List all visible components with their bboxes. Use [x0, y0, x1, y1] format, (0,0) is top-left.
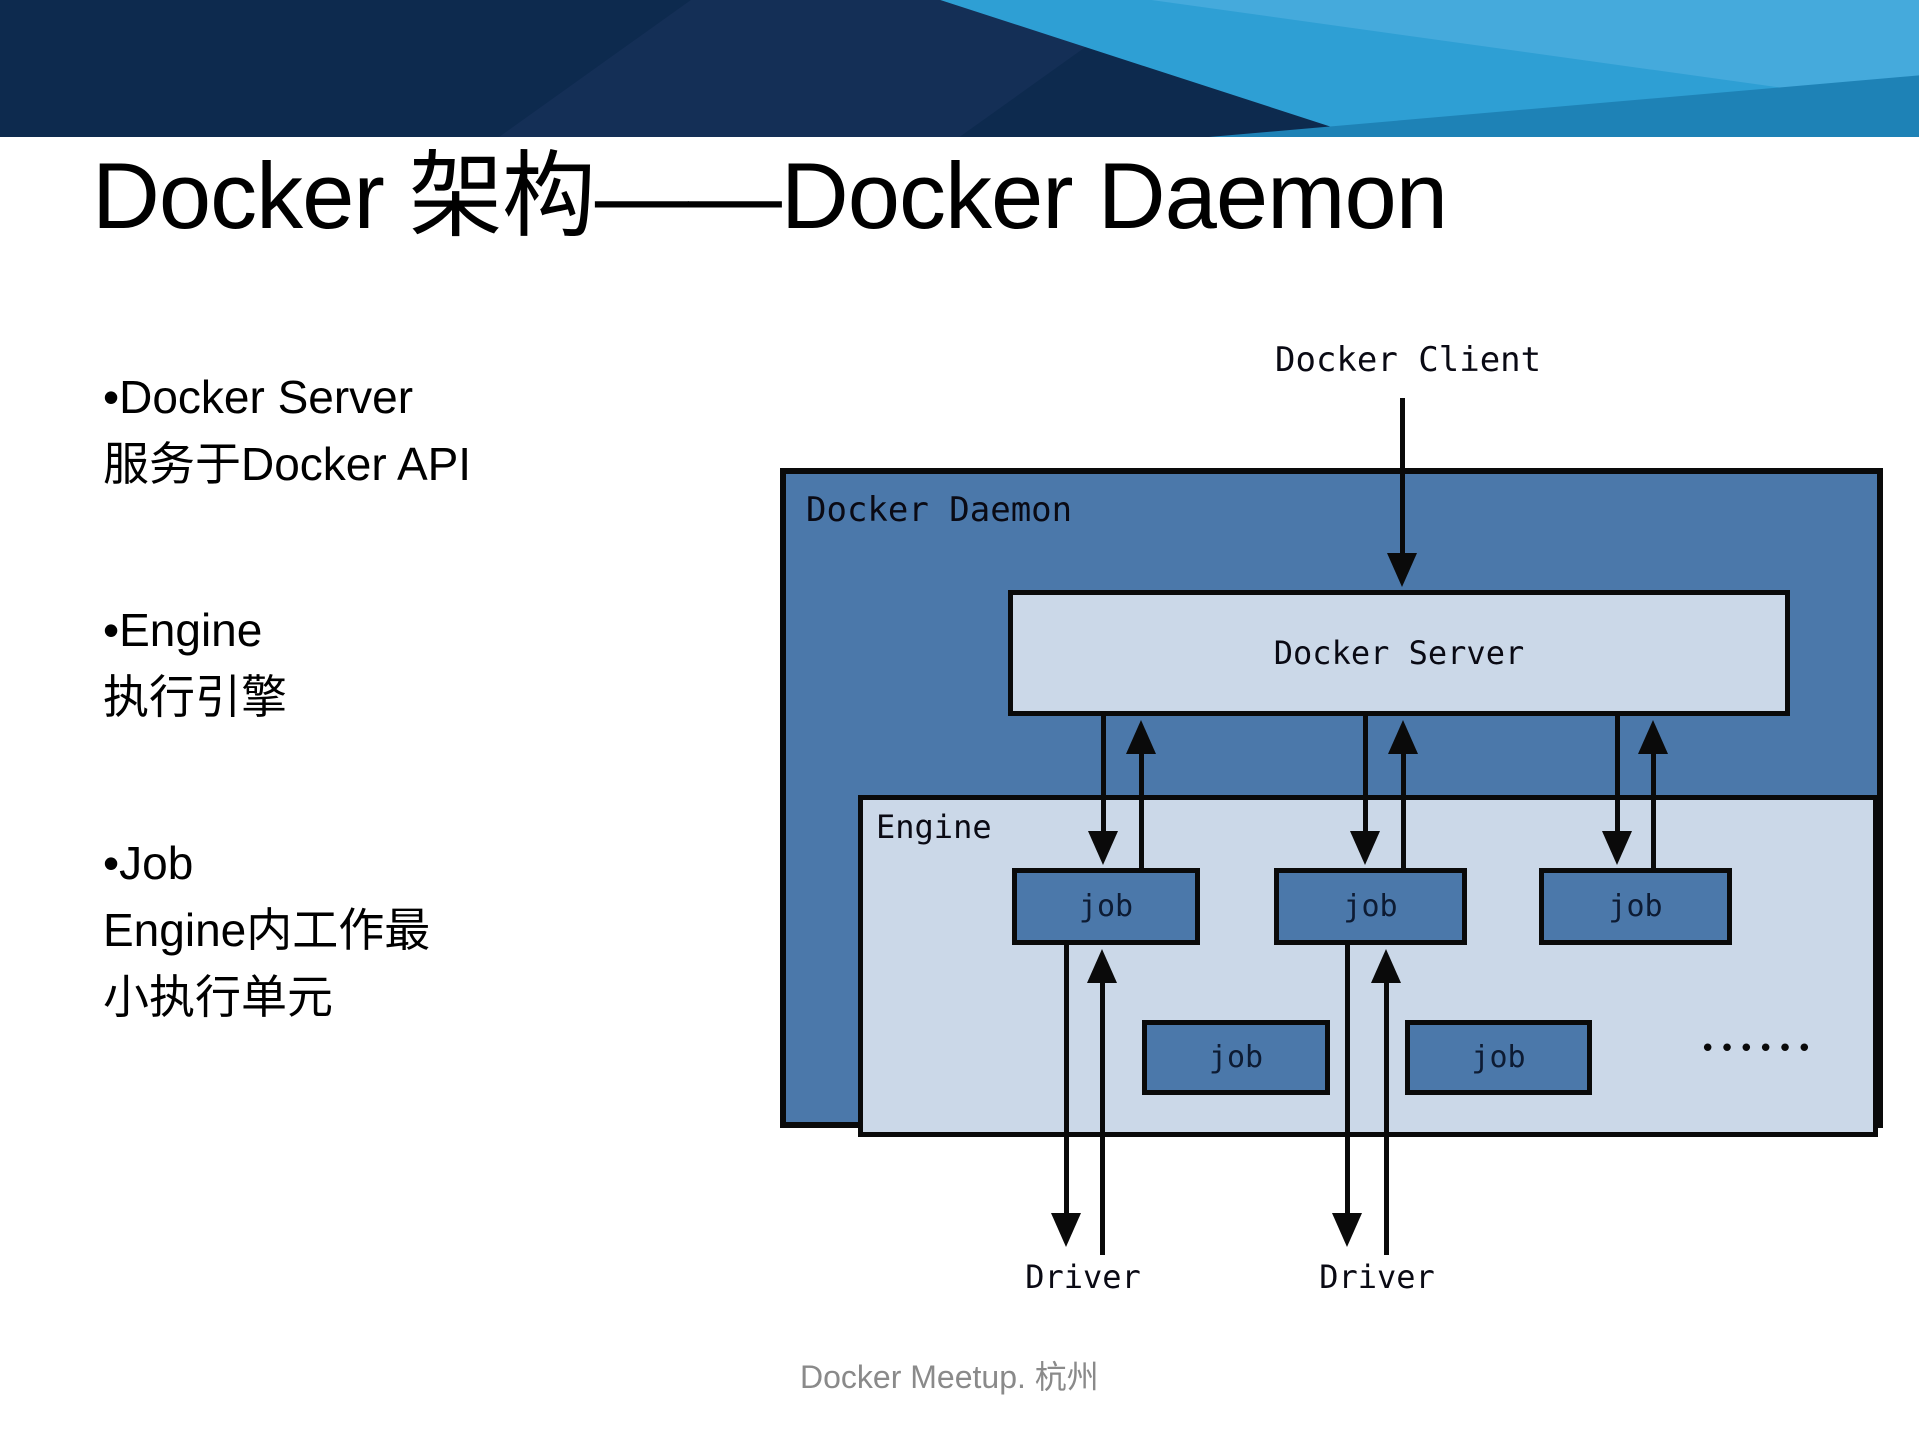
- arrow-driver2-to-job2: [1371, 949, 1401, 1255]
- bullet-line: •Engine: [103, 604, 263, 656]
- header-banner: [0, 0, 1919, 137]
- job-label: job: [1608, 889, 1663, 924]
- job-label: job: [1343, 889, 1398, 924]
- page-title: Docker 架构——Docker Daemon: [92, 143, 1448, 248]
- arrow-server-to-job3: [1602, 716, 1632, 865]
- more-jobs-ellipsis: ••••••: [1700, 1034, 1817, 1064]
- bullet-line: 执行引擎: [103, 671, 287, 723]
- engine-label: Engine: [876, 808, 992, 846]
- docker-daemon-label: Docker Daemon: [806, 490, 1073, 530]
- docker-server-box: Docker Server: [1008, 590, 1790, 716]
- arrow-client-to-server: [1387, 398, 1417, 587]
- bullet-line: 服务于Docker API: [103, 438, 472, 490]
- bullet-group-job: •Job Engine内工作最 小执行单元: [103, 830, 430, 1031]
- docker-server-label: Docker Server: [1273, 634, 1525, 672]
- bullet-line: •Docker Server: [103, 371, 414, 423]
- arrow-driver1-to-job1: [1087, 949, 1117, 1255]
- docker-client-label: Docker Client: [1275, 340, 1542, 380]
- job-box-3: job: [1539, 868, 1732, 945]
- arrow-job3-to-server: [1638, 720, 1668, 868]
- bullet-group-engine: •Engine 执行引擎: [103, 597, 287, 731]
- arrow-server-to-job1: [1088, 716, 1118, 865]
- bullet-line: 小执行单元: [103, 971, 333, 1023]
- bullet-line: •Job: [103, 837, 194, 889]
- arrow-server-to-job2: [1350, 716, 1380, 865]
- arrow-job2-to-driver2: [1332, 945, 1362, 1247]
- job-box-5: job: [1405, 1020, 1592, 1095]
- slide-footer: Docker Meetup. 杭州: [800, 1359, 1099, 1395]
- job-label: job: [1208, 1040, 1264, 1075]
- driver-label-2: Driver: [1319, 1258, 1435, 1296]
- job-box-2: job: [1274, 868, 1467, 945]
- job-label: job: [1078, 889, 1134, 924]
- job-label: job: [1471, 1040, 1526, 1075]
- job-box-1: job: [1012, 868, 1200, 945]
- arrow-job1-to-server: [1126, 720, 1156, 868]
- bullet-group-docker-server: •Docker Server 服务于Docker API: [103, 364, 471, 498]
- arrow-job2-to-server: [1388, 720, 1418, 868]
- arrow-job1-to-driver1: [1051, 945, 1081, 1247]
- driver-label-1: Driver: [1025, 1258, 1141, 1296]
- job-box-4: job: [1142, 1020, 1330, 1095]
- bullet-line: Engine内工作最: [103, 904, 431, 956]
